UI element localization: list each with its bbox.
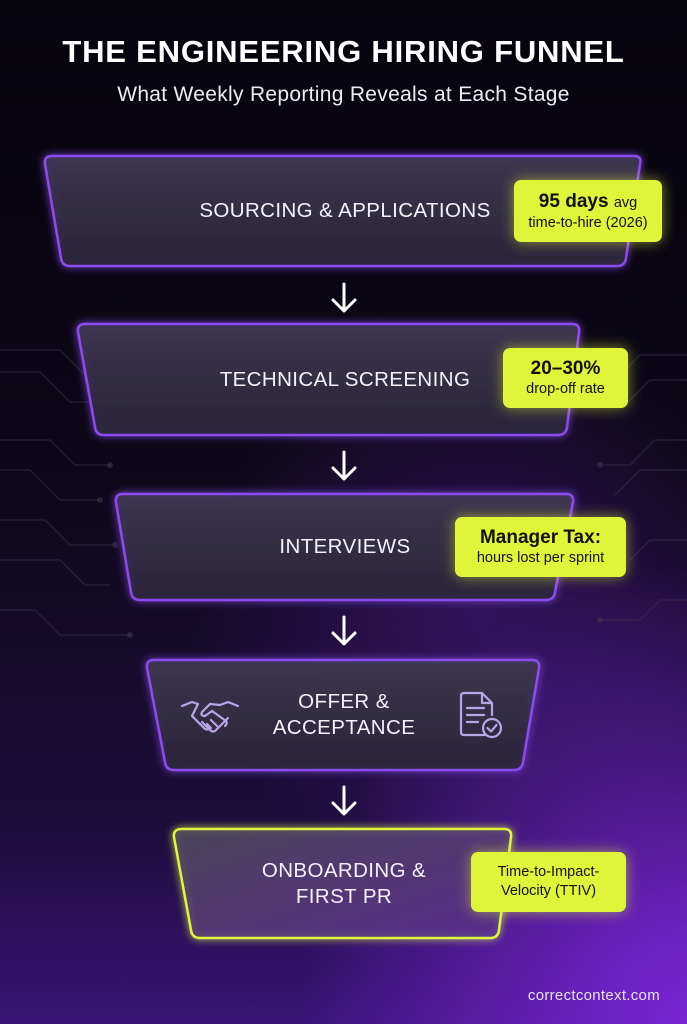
stage-4-shape — [145, 658, 541, 772]
stage-label-sourcing: SOURCING & APPLICATIONS — [199, 199, 491, 222]
badge-value: 20–30% — [530, 358, 601, 379]
stage-2-shape — [76, 322, 581, 437]
down-arrow-icon — [331, 450, 357, 481]
stage-5-shape — [172, 827, 513, 940]
badge-caption: drop-off rate — [526, 381, 605, 397]
stage-label-offer: OFFER & ACCEPTANCE — [224, 689, 464, 741]
stage-label-line: ONBOARDING & — [261, 859, 427, 882]
handshake-icon — [180, 700, 240, 733]
down-arrow-icon — [331, 785, 357, 816]
page-subtitle: What Weekly Reporting Reveals at Each St… — [117, 83, 570, 106]
badge-line: Time-to-Impact- — [497, 864, 600, 880]
stage-label-line: FIRST PR — [295, 885, 393, 908]
document-check-icon — [459, 691, 503, 739]
stage-badge-drop-off: 20–30% drop-off rate — [503, 348, 628, 408]
badge-suffix: avg — [613, 194, 638, 211]
stage-badge-time-to-hire: 95 days avg time-to-hire (2026) — [514, 180, 662, 242]
source-credit: correctcontext.com — [527, 987, 660, 1004]
down-arrow-icon — [331, 615, 357, 646]
stage-label-technical-screening: TECHNICAL SCREENING — [219, 368, 471, 391]
badge-caption: hours lost per sprint — [476, 550, 605, 566]
stage-1-shape — [43, 154, 642, 268]
stage-label-onboarding: ONBOARDING & FIRST PR — [224, 858, 464, 910]
down-arrow-icon — [331, 282, 357, 313]
badge-caption: time-to-hire (2026) — [528, 214, 648, 231]
stage-badge-ttiv: Time-to-Impact- Velocity (TTIV) — [471, 852, 626, 912]
page-title: THE ENGINEERING HIRING FUNNEL — [62, 34, 625, 69]
badge-value: 95 days — [538, 190, 609, 212]
stage-label-line: ACCEPTANCE — [272, 716, 416, 739]
stage-label-interviews: INTERVIEWS — [279, 535, 411, 558]
badge-value: Manager Tax: — [479, 527, 602, 548]
stage-label-line: OFFER & — [298, 690, 390, 713]
badge-line: Velocity (TTIV) — [500, 883, 597, 899]
stage-badge-manager-tax: Manager Tax: hours lost per sprint — [455, 517, 626, 577]
